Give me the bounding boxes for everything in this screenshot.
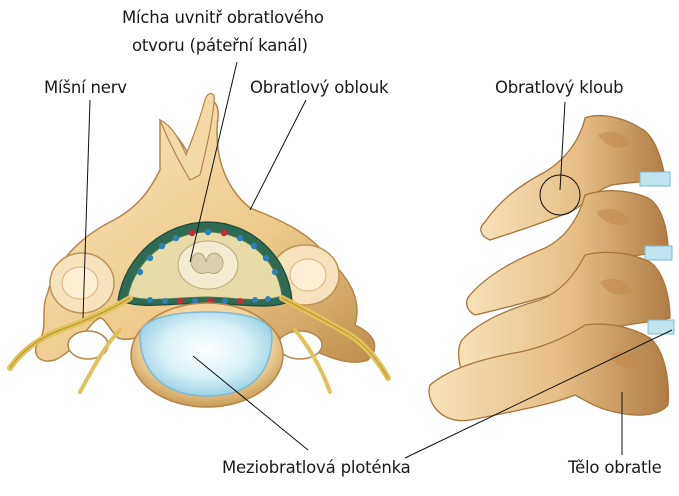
- label-spinal-cord-line1: Mícha uvnitř obratlového: [122, 8, 324, 27]
- label-intervertebral-disc: Meziobratlová ploténka: [222, 458, 411, 477]
- label-vertebral-joint: Obratlový kloub: [495, 78, 623, 97]
- label-vertebral-arch: Obratlový oblouk: [250, 78, 388, 97]
- vertebra-top-view: [10, 93, 388, 407]
- spine-side-view: [429, 116, 674, 421]
- label-spinal-nerve: Míšní nerv: [44, 78, 127, 97]
- label-vertebral-body: Tělo obratle: [568, 458, 662, 477]
- label-spinal-cord-line2: otvoru (páteřní kanál): [132, 36, 308, 55]
- leader-vertebral-arch: [250, 100, 306, 210]
- spinal-cord: [178, 241, 238, 289]
